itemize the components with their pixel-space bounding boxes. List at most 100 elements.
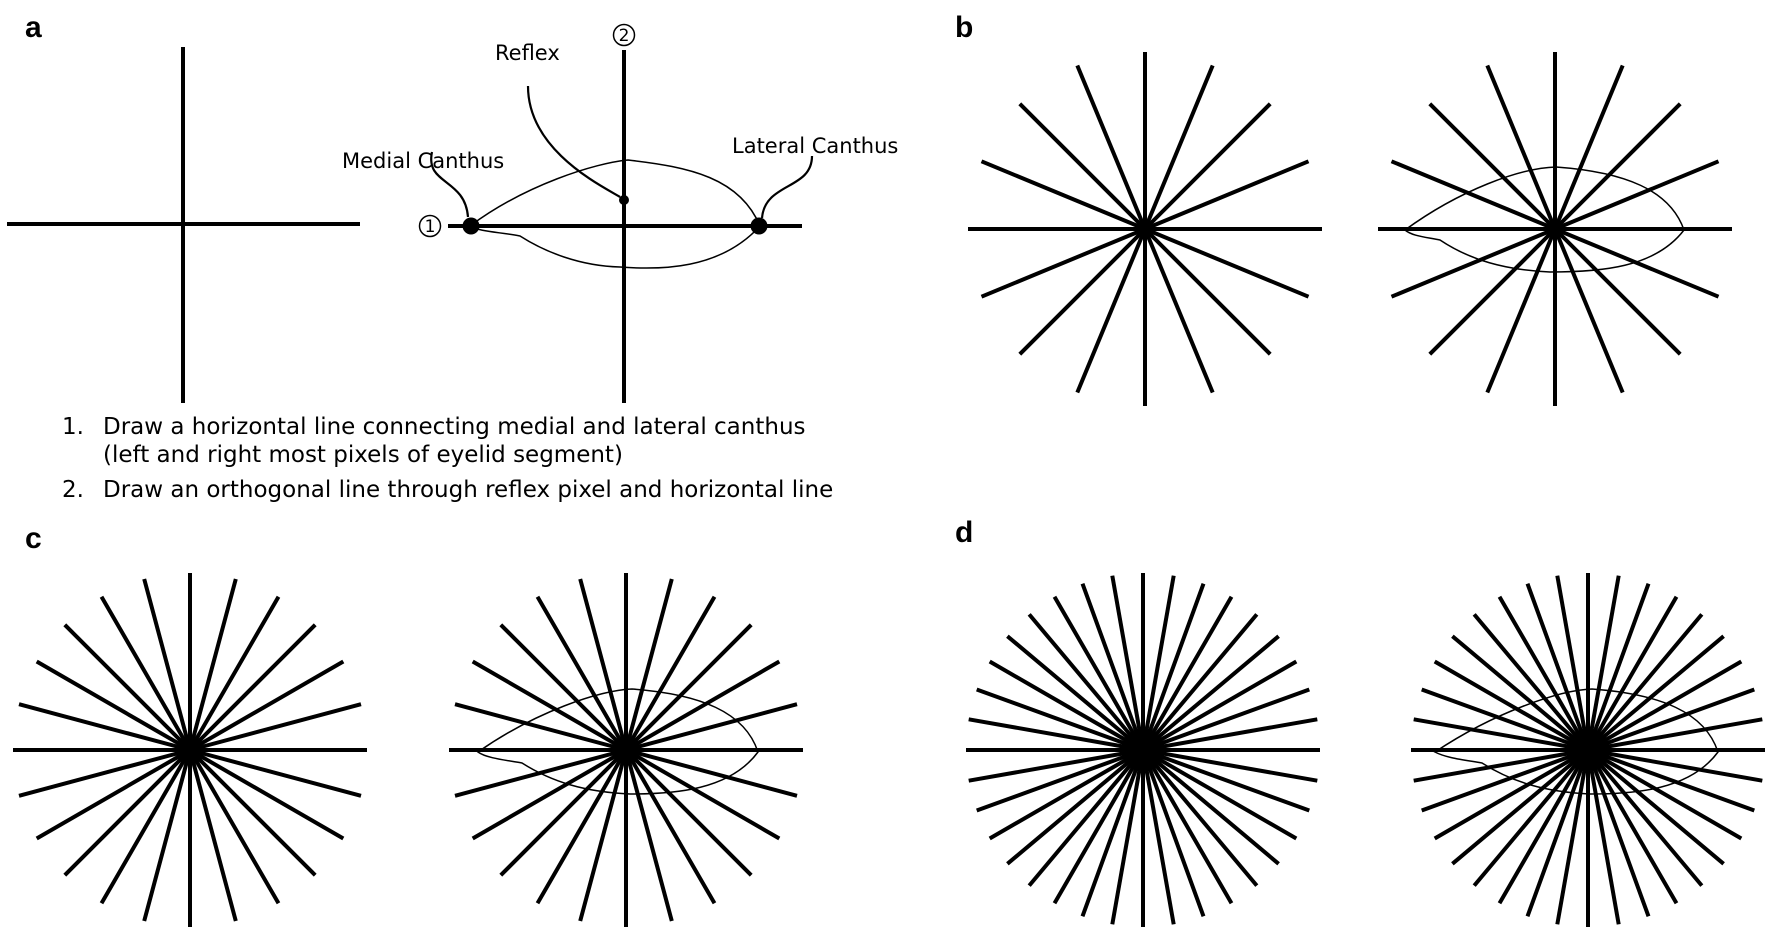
- starburst-ray: [1052, 749, 1145, 905]
- starburst-ray: [1018, 102, 1147, 231]
- starburst-ray: [625, 748, 798, 798]
- starburst-ray: [1006, 748, 1145, 866]
- starburst-ray: [1555, 749, 1590, 925]
- starburst-ray: [1142, 748, 1310, 813]
- starburst-ray: [1587, 748, 1755, 813]
- starburst-ray: [188, 748, 317, 877]
- starburst-ray: [142, 749, 192, 922]
- starburst-ray: [1143, 227, 1272, 356]
- starburst-ray: [1143, 228, 1215, 394]
- starburst-ray: [188, 595, 281, 751]
- starburst-ray: [1586, 749, 1679, 905]
- starburst-ray: [1553, 102, 1682, 231]
- starburst-ray: [1428, 227, 1557, 356]
- starburst-ray: [99, 749, 192, 905]
- starburst-ray: [968, 748, 1144, 783]
- panel-label-d: d: [955, 516, 973, 549]
- starburst-ray: [1553, 228, 1625, 394]
- lateral-canthus-leader-line: [760, 155, 814, 219]
- starburst-ray: [578, 578, 628, 751]
- starburst-ray: [454, 702, 627, 752]
- starburst-ray: [18, 748, 191, 798]
- starburst-ray: [1554, 159, 1720, 231]
- starburst-ray: [1433, 659, 1589, 752]
- starburst-ray: [1075, 228, 1147, 394]
- medial-canthus-point: [462, 217, 480, 235]
- starburst-ray: [980, 227, 1146, 299]
- instruction-text-1-continued: (left and right most pixels of eyelid se…: [103, 442, 623, 468]
- step-marker-1: [418, 214, 442, 238]
- starburst-ray: [35, 748, 191, 841]
- starburst-ray: [189, 702, 362, 752]
- starburst-ray: [1144, 159, 1310, 231]
- panel-label-a: a: [25, 11, 42, 44]
- starburst-ray: [1141, 749, 1234, 905]
- starburst-ray: [535, 595, 628, 751]
- starburst-ray: [1485, 64, 1557, 230]
- starburst-ray: [1390, 159, 1556, 231]
- starburst-ray: [968, 717, 1144, 752]
- starburst-ray: [1525, 749, 1590, 917]
- starburst-ray: [624, 578, 674, 751]
- starburst-ray: [1525, 583, 1590, 751]
- starburst-ray: [1586, 575, 1621, 751]
- starburst-ray: [1586, 634, 1725, 752]
- starburst-ray: [1110, 749, 1145, 925]
- starburst-ray: [1586, 583, 1651, 751]
- starburst-ray: [1555, 575, 1590, 751]
- starburst-ray: [1018, 227, 1147, 356]
- starburst-ray: [535, 749, 628, 905]
- starburst-ray: [1587, 748, 1763, 783]
- starburst-ray: [1142, 717, 1318, 752]
- starburst-ray: [18, 702, 191, 752]
- starburst-ray: [1141, 583, 1206, 751]
- instruction-text-2: Draw an orthogonal line through reflex p…: [103, 477, 833, 503]
- step-marker-2-number: 2: [619, 26, 630, 46]
- starburst-ray: [188, 749, 281, 905]
- reflex-label: Reflex: [495, 41, 560, 65]
- starburst-ray: [1433, 748, 1589, 841]
- instruction-number-2: 2.: [62, 477, 84, 503]
- starburst-ray: [1451, 634, 1590, 752]
- starburst-ray: [1052, 595, 1145, 751]
- eyelid-outline: [468, 159, 761, 269]
- starburst-ray: [1586, 613, 1704, 752]
- starburst-ray: [1451, 748, 1590, 866]
- starburst-ray: [1413, 717, 1589, 752]
- starburst-ray: [1586, 748, 1725, 866]
- starburst-ray: [189, 659, 345, 752]
- starburst-ray: [976, 687, 1144, 752]
- starburst-ray: [63, 623, 192, 752]
- starburst-ray: [624, 623, 753, 752]
- starburst-d-with-eye: [1411, 573, 1765, 927]
- reflex-leader-line: [526, 85, 621, 198]
- starburst-ray: [624, 749, 717, 905]
- starburst-ray: [1421, 687, 1589, 752]
- starburst-ray: [99, 595, 192, 751]
- starburst-ray: [1497, 595, 1590, 751]
- eyelid-outline-c: [476, 688, 759, 795]
- starburst-ray: [1141, 575, 1176, 751]
- instruction-number-1: 1.: [62, 414, 84, 440]
- starburst-ray: [1027, 748, 1145, 887]
- starburst-ray: [1142, 748, 1298, 841]
- starburst-ray: [1428, 102, 1557, 231]
- starburst-b-with-eye: [1378, 52, 1732, 406]
- starburst-ray: [1554, 227, 1720, 299]
- eyelid-outline-b: [1403, 166, 1685, 273]
- starburst-ray: [1142, 748, 1318, 783]
- starburst-ray: [976, 748, 1144, 813]
- starburst-ray: [1142, 659, 1298, 752]
- starburst-ray: [471, 659, 627, 752]
- panel-label-b: b: [955, 11, 973, 44]
- starburst-ray: [471, 748, 627, 841]
- starburst-ray: [499, 748, 628, 877]
- starburst-ray: [1075, 64, 1147, 230]
- starburst-ray: [1587, 687, 1755, 752]
- starburst-ray: [142, 578, 192, 751]
- starburst-ray: [988, 659, 1144, 752]
- starburst-ray: [1485, 228, 1557, 394]
- starburst-ray: [1497, 749, 1590, 905]
- starburst-ray: [1143, 64, 1215, 230]
